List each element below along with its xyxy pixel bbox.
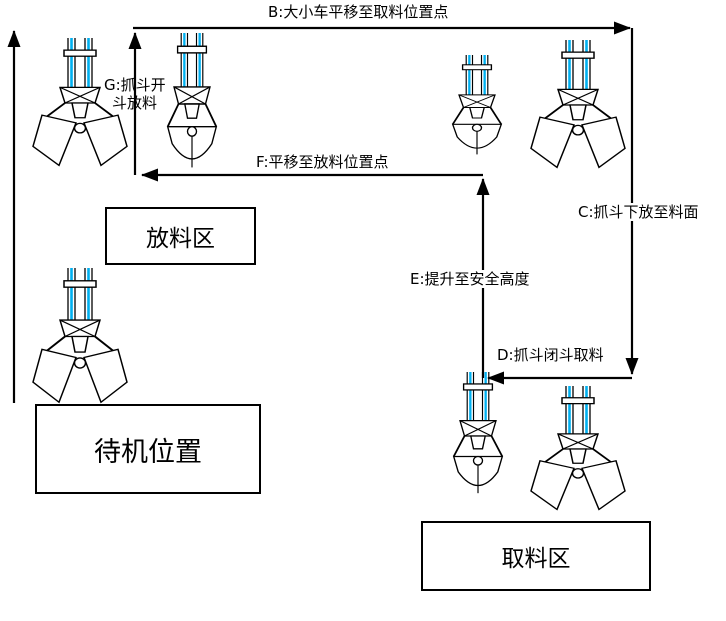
step-label-e: E:提升至安全高度 [409, 270, 531, 288]
clamshell-grab-open-icon [529, 386, 627, 511]
step-label-b: B:大小车平移至取料位置点 [268, 3, 449, 21]
clamshell-grab-open-icon [529, 40, 627, 169]
clamshell-grab-closed-icon [451, 55, 503, 156]
step-label-c: C:抓斗下放至料面 [577, 203, 700, 221]
clamshell-grab-open-icon [31, 268, 129, 404]
clamshell-grab-closed-icon [166, 33, 218, 169]
clamshell-grab-closed-icon [452, 372, 504, 495]
zone-discharge-label: 放料区 [146, 226, 215, 252]
zone-pickup: 取料区 [421, 521, 651, 591]
step-label-f: F:平移至放料位置点 [256, 153, 389, 171]
step-label-g-line1: G:抓斗开 [104, 76, 166, 94]
zone-standby: 待机位置 [35, 404, 261, 494]
step-label-d: D:抓斗闭斗取料 [497, 346, 604, 364]
step-label-g: G:抓斗开 斗放料 [104, 76, 166, 112]
step-label-g-line2: 斗放料 [112, 94, 158, 112]
zone-pickup-label: 取料区 [501, 546, 571, 572]
zone-standby-label: 待机位置 [94, 436, 202, 468]
zone-discharge: 放料区 [105, 207, 256, 265]
